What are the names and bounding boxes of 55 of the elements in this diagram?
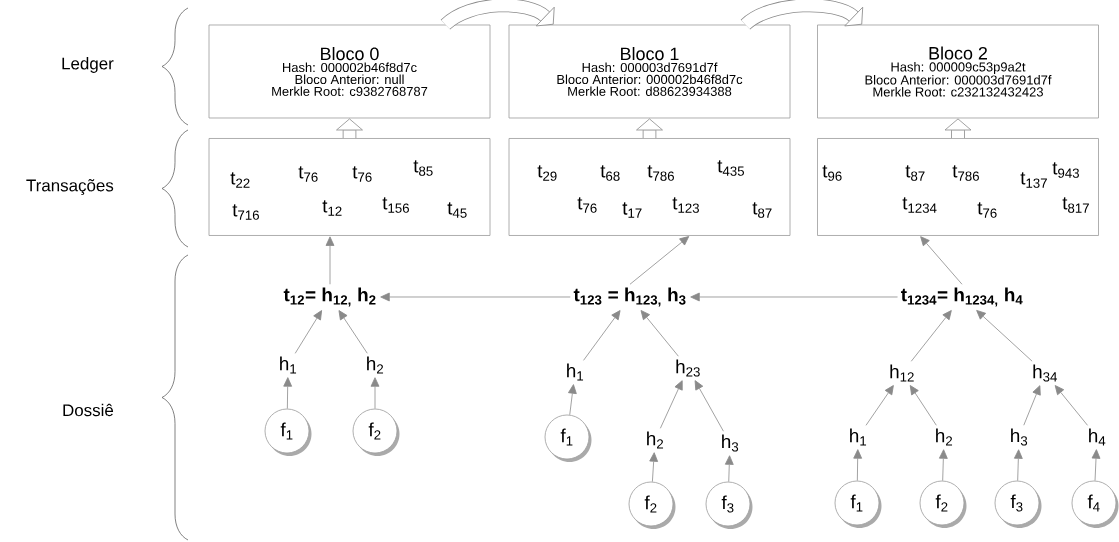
arrow [660,380,683,429]
arrow [583,310,621,361]
hash-label: h$_{1}$ [850,428,867,446]
arrow [649,452,659,483]
row-label: Transações [26,179,114,195]
arrow [629,236,690,285]
arrow [1014,449,1023,481]
formula-label: t$_{123}$ = h$_{123,}$ h$_{3}$ [573,287,686,307]
transaction-box: t$_{22}$ t$_{76}$ t$_{76}$ t$_{85}$ t$_{716}$ t$_{12}$ t$_{156}$ t$_{45}$ [208,138,491,236]
arrow [694,380,724,432]
arrow [1091,449,1101,481]
arrow [690,292,898,302]
ledger-block: Bloco 1 Hash: 000003d7691d7f Bloco Anterior: 000002b46f8d7c Merkle Root: d88623934388 [508,24,791,119]
hash-label: h$_{3}$ [722,434,739,452]
arrow [910,310,952,362]
arrow [939,449,948,481]
transaction-box: t$_{29}$ t$_{68}$ t$_{786}$ t$_{435}$ t$_{76}$ t$_{17}$ t$_{123}$ t$_{87}$ [508,138,791,236]
arrow [1054,385,1088,426]
ledger-block: Bloco 2 Hash: 000009c53p9a2t Bloco Anterior: 000003d7691d7f Merkle Root: c232132432423 [817,24,1099,119]
hash-label: h$_{1}$ [280,356,297,374]
hash-label: h$_{23}$ [676,359,700,377]
arrow [283,377,293,409]
arrow [853,449,863,481]
arrow [1023,385,1041,426]
arrow [338,310,368,354]
arrow [568,384,577,416]
row-label: Dossiê [63,403,114,417]
hash-label: h$_{2}$ [647,431,664,449]
arrow [724,455,734,482]
arrow [909,385,937,426]
hollow-arrow [741,0,864,30]
formula-label: t$_{12}$= h$_{12,}$ h$_{2}$ [283,287,376,307]
hash-label: h$_{2}$ [367,356,384,374]
arrow [640,310,679,357]
hash-label: h$_{4}$ [1089,428,1106,446]
arrow [380,292,571,302]
hash-label: h$_{3}$ [1011,428,1028,446]
ledger-block: Bloco 0 Hash: 000002b46f8d7c Bloco Anterior: null Merkle Root: c9382768787 [208,24,491,119]
arrow [920,236,963,285]
row-label: Ledger [62,57,114,73]
arrow [976,310,1033,362]
hash-label: h$_{1}$ [567,363,584,381]
hash-label: h$_{12}$ [890,364,914,382]
formula-label: t$_{1234}$= h$_{1234,}$ h$_{4}$ [901,287,1023,307]
hash-label: h$_{34}$ [1033,364,1057,382]
hollow-arrow [441,0,555,30]
hash-label: h$_{2}$ [936,428,953,446]
arrow [865,385,894,426]
hollow-arrow [336,118,363,139]
arrow [294,310,322,354]
hollow-arrow [944,118,972,139]
transaction-box: t$_{96}$ t$_{87}$ t$_{786}$ t$_{137}$ t$_{943}$ t$_{1234}$ t$_{76}$ t$_{817}$ [817,138,1099,236]
arrow [325,236,335,285]
arrow [370,377,380,409]
hollow-arrow [636,118,663,139]
